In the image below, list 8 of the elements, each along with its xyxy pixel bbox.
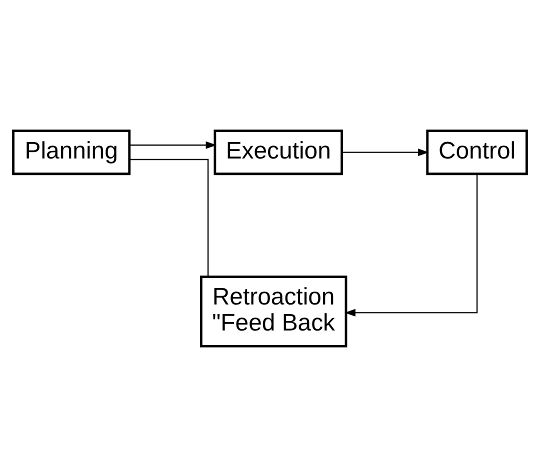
node-box: Retroaction "Feed Back xyxy=(200,275,348,347)
connector xyxy=(130,158,209,276)
arrow xyxy=(130,140,217,148)
node-box: Execution xyxy=(214,129,343,175)
node-box: Planning xyxy=(12,129,131,175)
arrow xyxy=(344,173,478,316)
arrow xyxy=(342,148,429,156)
node-box: Control xyxy=(426,129,528,175)
